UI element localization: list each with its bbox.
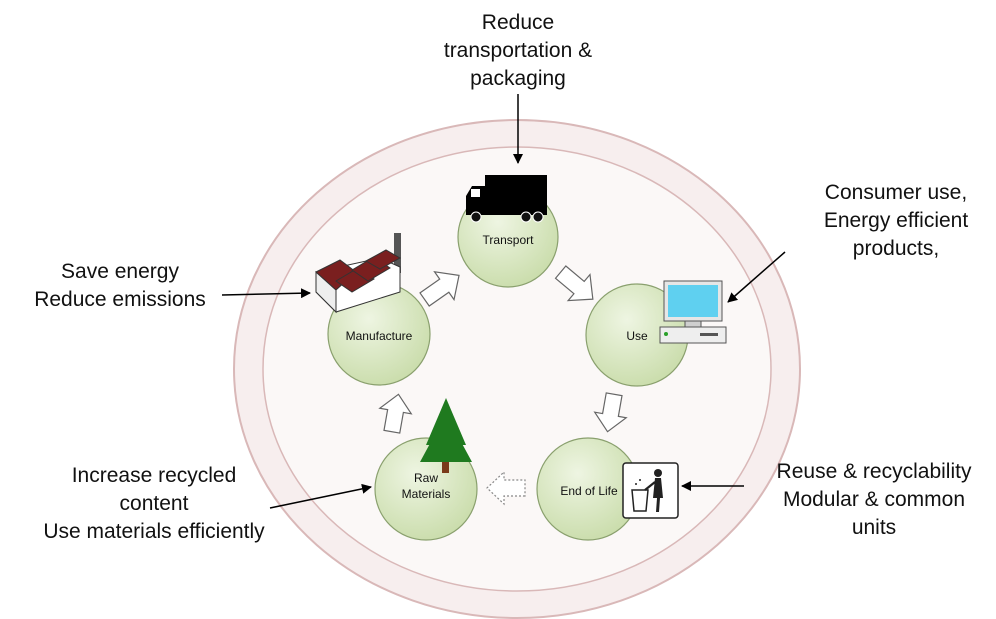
callout-manufacture-line-2: Reduce emissions: [34, 288, 206, 311]
callout-use-line-3: products,: [852, 237, 940, 260]
callout-manufacture: Save energy Reduce emissions: [20, 258, 220, 314]
node-end-of-life-label: End of Life: [560, 484, 618, 498]
tree-icon: [420, 398, 472, 473]
node-raw-materials-label-1: Raw: [414, 471, 438, 485]
factory-icon: [315, 233, 402, 314]
node-use-label: Use: [626, 329, 648, 343]
callout-transport-line-3: packaging: [470, 67, 566, 90]
trash-bin-icon: [622, 462, 679, 519]
callout-transport-line-1: Reduce: [481, 11, 555, 34]
computer-icon: [659, 280, 727, 344]
node-raw-materials-label-2: Materials: [402, 487, 451, 501]
callout-end-of-life: Reuse & recyclability Modular & common u…: [754, 458, 994, 542]
callout-arrow-raw-materials: [269, 483, 372, 509]
flow-arrow-transport-to-use: [554, 265, 594, 302]
callout-end-of-life-line-1: Reuse & recyclability: [776, 460, 972, 483]
flow-arrow-raw-materials-to-manufacture: [378, 393, 413, 434]
callout-arrow-use: [727, 251, 786, 303]
callout-raw-materials: Increase recycled content Use materials …: [16, 462, 292, 546]
callout-end-of-life-line-3: units: [851, 516, 897, 539]
node-transport-label: Transport: [483, 233, 535, 247]
callout-raw-materials-line-3: Use materials efficiently: [43, 520, 265, 543]
callout-use: Consumer use, Energy efficient products,: [796, 179, 996, 263]
callout-end-of-life-line-2: Modular & common: [782, 488, 966, 511]
callout-use-line-2: Energy efficient: [823, 209, 969, 232]
callout-use-line-1: Consumer use,: [824, 181, 968, 204]
flow-arrow-use-to-end-of-life: [593, 392, 628, 433]
callout-transport-line-2: transportation &: [443, 39, 593, 62]
node-manufacture-label: Manufacture: [346, 329, 413, 343]
callout-arrow-manufacture: [221, 288, 311, 299]
flow-arrow-end-of-life-to-raw-materials: [486, 470, 526, 506]
truck-icon: [466, 175, 547, 223]
callout-raw-materials-line-1: Increase recycled: [71, 464, 237, 487]
callout-raw-materials-line-2: content: [119, 492, 189, 515]
node-raw-materials: Raw Materials: [374, 437, 478, 541]
callout-manufacture-line-1: Save energy: [61, 260, 179, 283]
callout-transport: Reduce transportation & packaging: [418, 9, 618, 93]
flow-arrow-manufacture-to-transport: [419, 270, 460, 307]
